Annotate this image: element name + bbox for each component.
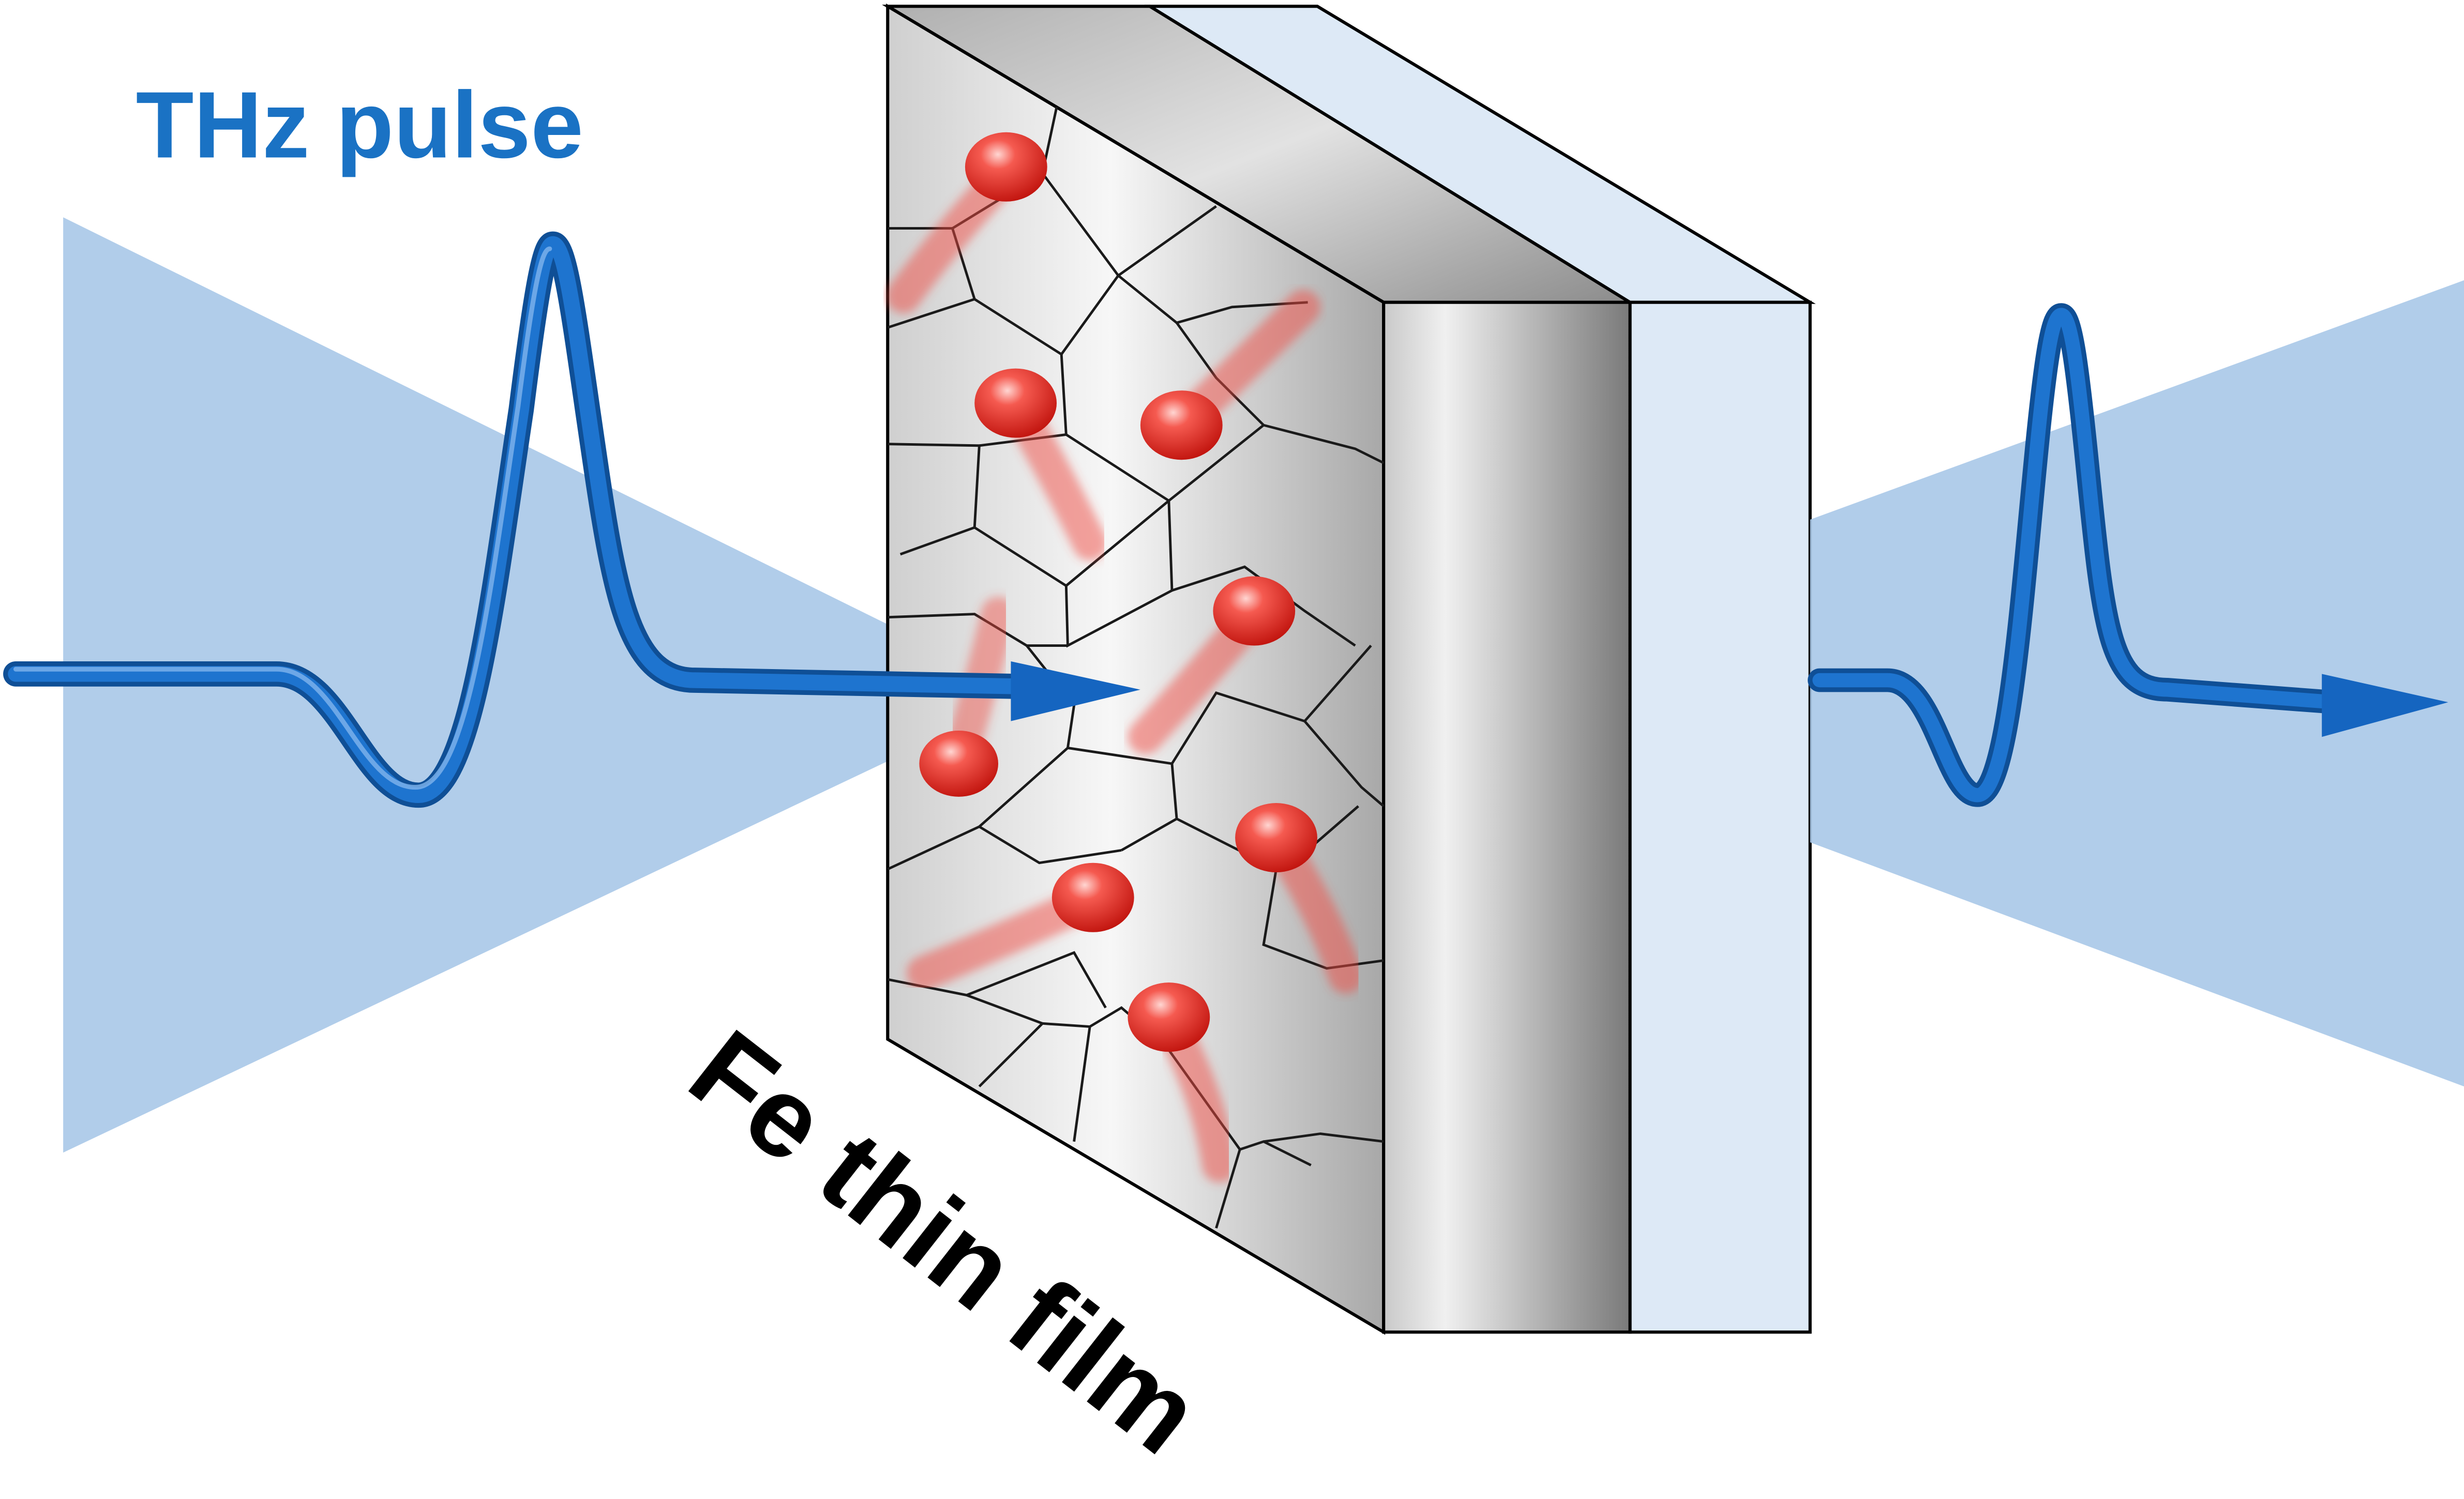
fe-film-block [882,3,1816,1335]
thz-pulse-label: THz pulse [136,72,583,178]
electron-1 [886,132,1047,313]
electron-3 [1140,290,1321,460]
electron-2 [974,368,1107,561]
substrate-side-face [1628,300,1812,1334]
electrons [886,132,1363,1183]
film-side-face [1382,300,1632,1334]
transmitted-pulse-wave [1808,303,2448,807]
incident-pulse-wave [3,231,1140,808]
electron-7 [906,862,1134,991]
electron-8 [1128,982,1237,1183]
electron-4 [1128,576,1296,754]
arrow-right-icon [1011,661,1140,721]
electron-6 [1235,803,1363,994]
arrow-right-icon [2322,674,2448,737]
